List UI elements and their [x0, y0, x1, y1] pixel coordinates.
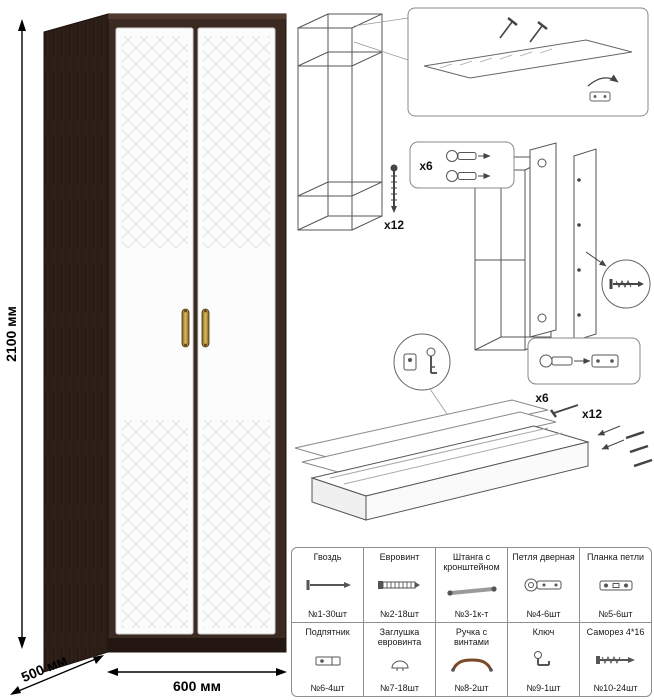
part-cell-key: Ключ №9-1шт — [508, 622, 580, 696]
top-rail-detail-box — [407, 7, 649, 117]
hinge-icon — [539, 354, 573, 368]
part-count: №8-2шт — [454, 683, 489, 693]
bracket-icon — [589, 91, 611, 102]
cap-icon — [388, 647, 412, 683]
part-name: Петля дверная — [512, 552, 575, 562]
confirmat-screw-icon — [390, 164, 398, 213]
wardrobe-top-edge — [108, 14, 286, 19]
part-count: №1-30шт — [307, 608, 347, 619]
wardrobe-right-door — [197, 27, 276, 635]
part-name: Штанга с кронштейном — [443, 552, 500, 573]
part-name: Ручка с винтами — [453, 626, 490, 647]
callout-leader-line — [353, 17, 409, 27]
part-cell-nail: Гвоздь №1-30шт — [292, 548, 364, 622]
part-count: №5-6шт — [598, 608, 633, 619]
hinge-icon — [446, 170, 491, 182]
confirmat-top-count-label: x12 — [384, 218, 404, 232]
part-cell-hinge: Петля дверная №4-6шт — [508, 548, 580, 622]
parts-table: Гвоздь №1-30шт Евровинт №2-18шт — [291, 547, 652, 697]
height-dimension-label: 2100 мм — [3, 306, 19, 362]
door-panel-diagram — [573, 148, 607, 342]
parts-table-row: Гвоздь №1-30шт Евровинт №2-18шт — [292, 548, 651, 623]
hinge-icon — [522, 562, 566, 608]
part-count: №9-1шт — [526, 683, 561, 693]
part-name: Гвоздь — [313, 552, 342, 562]
part-cell-rod: Штанга с кронштейном №3-1к-т — [436, 548, 508, 622]
part-name: Саморез 4*16 — [586, 626, 645, 637]
base-panel-diagram — [294, 399, 590, 521]
part-name: Планка петли — [586, 552, 645, 562]
key-icon — [426, 347, 437, 374]
part-cell-cap: Заглушка евровинта №7-18шт — [364, 622, 436, 696]
screw-icon — [499, 17, 518, 39]
part-name: Заглушка евровинта — [377, 626, 422, 647]
callout-leader-line — [353, 41, 409, 61]
part-name: Подпятник — [305, 626, 350, 637]
width-dimension-label: 600 мм — [173, 678, 221, 694]
hinges-top-count-label: x6 — [419, 159, 433, 173]
wardrobe-plinth — [108, 638, 286, 652]
screw-icon — [529, 21, 548, 43]
part-count: №10-24шт — [593, 683, 638, 693]
screw-icon — [550, 404, 579, 418]
wardrobe-left-door — [115, 27, 194, 635]
part-cell-euroscrew: Евровинт №2-18шт — [364, 548, 436, 622]
width-dimension-arrow — [107, 668, 287, 676]
hinge-plate-icon — [596, 562, 636, 608]
confirmat-bottom-count-label: x12 — [582, 407, 602, 421]
part-cell-handle: Ручка с винтами №8-2шт — [436, 622, 508, 696]
part-cell-foot: Подпятник №6-4шт — [292, 622, 364, 696]
hinge-plate-detail-box — [527, 337, 641, 385]
nail-icon — [304, 562, 352, 608]
left-door-handle — [181, 308, 190, 348]
lock-icon — [403, 353, 417, 371]
hinges-bottom-count-label: x6 — [535, 391, 549, 405]
part-name: Евровинт — [379, 552, 420, 562]
screw-icon — [594, 637, 638, 683]
key-icon — [530, 637, 558, 683]
wardrobe-side-panel — [43, 13, 109, 673]
part-count: №4-6шт — [526, 608, 561, 619]
right-door-handle — [201, 308, 210, 348]
dowel-arrows — [597, 425, 653, 468]
key-detail-circle — [393, 333, 459, 431]
euroscrew-icon — [376, 562, 424, 608]
part-cell-screw: Саморез 4*16 №10-24шт — [580, 623, 651, 697]
hinge-icon — [446, 150, 491, 162]
rod-icon — [444, 573, 500, 609]
part-cell-hinge-plate: Планка петли №5-6шт — [580, 548, 651, 622]
height-dimension-arrow — [18, 19, 26, 649]
part-count: №3-1к-т — [454, 608, 489, 619]
part-name: Ключ — [532, 626, 555, 637]
assembly-diagrams: x12 x6 — [294, 7, 653, 521]
wardrobe-illustration: 2100 мм 600 мм 500 мм — [3, 13, 287, 695]
handle-icon — [448, 647, 496, 683]
part-count: №6-4шт — [310, 683, 345, 693]
foot-icon — [312, 637, 344, 683]
hinge-plate-icon — [591, 354, 619, 368]
depth-dimension-arrow — [10, 655, 104, 695]
screw-icon — [609, 279, 644, 289]
screw-detail-circle — [601, 259, 651, 309]
part-count: №7-18шт — [379, 683, 419, 693]
carcass-diagram — [297, 13, 383, 231]
hinge-detail-box — [409, 141, 515, 189]
assembly-direction-arrow — [587, 74, 619, 87]
parts-table-row: Подпятник №6-4шт Заглушка евровинта №7-1… — [292, 622, 651, 697]
part-count: №2-18шт — [379, 608, 419, 619]
